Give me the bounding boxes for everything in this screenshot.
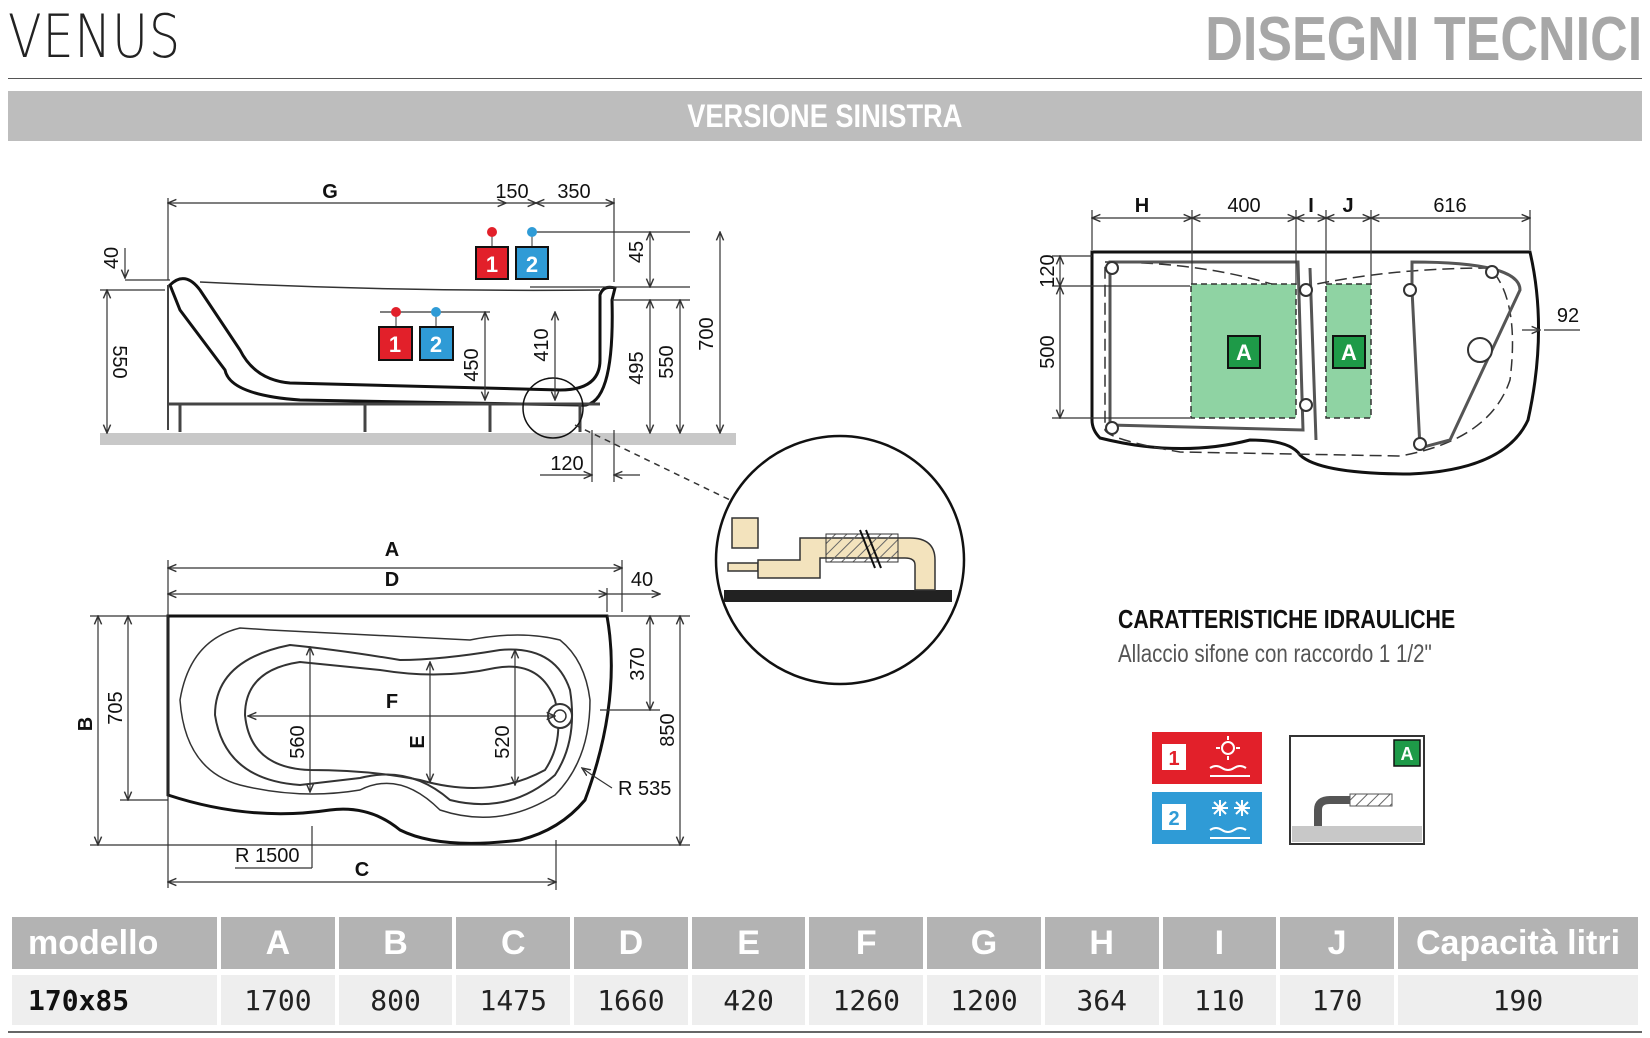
dim-705-label: 705 <box>105 691 127 724</box>
tap-markers-upper: 1 2 <box>475 227 549 280</box>
dim-700-label: 700 <box>696 317 718 350</box>
dim-I-label: I <box>1308 195 1314 217</box>
spec-header-cell: E <box>691 917 806 969</box>
dim-40-label: 40 <box>101 247 123 269</box>
spec-header-cell: J <box>1280 917 1394 969</box>
dim-550-left-label: 550 <box>108 345 130 378</box>
footer-divider <box>8 1031 1642 1033</box>
drain-pipe-icon <box>1349 793 1393 807</box>
dim-520-label: 520 <box>492 725 514 758</box>
tap-hot-number-lower: 1 <box>389 332 401 357</box>
dim-370-label: 370 <box>627 647 649 680</box>
dim-850-label: 850 <box>657 713 679 746</box>
dim-J-label: J <box>1342 195 1353 217</box>
floor-line <box>100 433 736 445</box>
dim-560-label: 560 <box>287 725 309 758</box>
tub-side-profile <box>168 277 617 407</box>
spec-header-cell: D <box>574 917 688 969</box>
spec-cell: 1660 <box>574 969 688 1025</box>
dim-150-label: 150 <box>495 181 528 203</box>
spec-header-cell: F <box>809 917 924 969</box>
spec-cell: 170x85 <box>12 969 217 1025</box>
spec-cell: 190 <box>1398 969 1638 1025</box>
hydraulics-text: Allaccio sifone con raccordo 1 1/2" <box>1118 640 1432 668</box>
dim-R1500-label: R 1500 <box>235 845 300 867</box>
dim-120-label: 120 <box>550 453 583 475</box>
spec-header-cell: A <box>221 917 335 969</box>
dim-C-label: C <box>355 859 369 881</box>
tap-cold-number: 2 <box>526 252 538 277</box>
spec-cell: 170 <box>1280 969 1394 1025</box>
zone-a-left-label: A <box>1236 340 1252 365</box>
dim-550-right-label: 550 <box>656 345 678 378</box>
product-name: VENUS <box>8 2 181 72</box>
spec-header-cell: I <box>1162 917 1277 969</box>
detail-circle <box>522 377 584 439</box>
dim-G-label: G <box>322 181 338 203</box>
tap-cold-number-lower: 2 <box>430 332 442 357</box>
dim-R535-label: R 535 <box>618 778 671 800</box>
dim-B-label: B <box>75 717 97 731</box>
dim-450-label: 450 <box>461 348 483 381</box>
spec-header-cell: modello <box>12 917 217 969</box>
spec-cell: 1200 <box>927 969 1041 1025</box>
tap-markers-lower: 1 2 <box>378 307 454 361</box>
spec-cell: 110 <box>1162 969 1277 1025</box>
snowflake-icon <box>1209 800 1250 839</box>
dim-A-label: A <box>385 539 399 561</box>
legend-cold-number: 2 <box>1168 808 1179 830</box>
dim-40-plan-label: 40 <box>631 569 653 591</box>
section-title: DISEGNI TECNICI <box>1205 5 1642 74</box>
legend: 1 2 A <box>1152 732 1425 845</box>
spec-cell: 800 <box>338 969 453 1025</box>
dim-H-label: H <box>1135 195 1149 217</box>
frame-view: A A H 400 I J 616 <box>1037 195 1580 476</box>
dim-F-label: F <box>386 691 398 713</box>
spec-cell: 1260 <box>809 969 924 1025</box>
spec-header-cell: C <box>456 917 571 969</box>
header-divider <box>8 78 1642 79</box>
dim-120-frame-label: 120 <box>1037 254 1059 287</box>
dim-500-label: 500 <box>1037 335 1059 368</box>
dim-410-label: 410 <box>531 328 553 361</box>
version-band: VERSIONE SINISTRA <box>8 91 1642 141</box>
dim-92-label: 92 <box>1557 305 1579 327</box>
dim-D-label: D <box>385 569 399 591</box>
dim-350-label: 350 <box>557 181 590 203</box>
zone-a-right-label: A <box>1341 340 1357 365</box>
spec-cell: 1700 <box>221 969 335 1025</box>
spec-cell: 1475 <box>456 969 571 1025</box>
spec-header-cell: B <box>338 917 453 969</box>
frame-tub-outline <box>1090 250 1540 476</box>
dim-616-label: 616 <box>1433 195 1466 217</box>
spec-header-cell: G <box>927 917 1041 969</box>
dim-400-label: 400 <box>1227 195 1260 217</box>
tub-outline <box>166 614 613 845</box>
sun-icon <box>1209 736 1250 777</box>
version-label: VERSIONE SINISTRA <box>687 97 963 134</box>
dim-45-label: 45 <box>626 241 648 263</box>
hydraulics-title: CARATTERISTICHE IDRAULICHE <box>1118 604 1456 634</box>
dim-E-label: E <box>407 735 429 748</box>
spec-header-cell: H <box>1044 917 1159 969</box>
drain-detail <box>714 434 966 686</box>
legend-drain-label: A <box>1401 744 1414 764</box>
dim-495-label: 495 <box>626 351 648 384</box>
spec-cell: 364 <box>1044 969 1159 1025</box>
legend-hot-number: 1 <box>1168 748 1179 770</box>
tap-hot-number: 1 <box>486 252 498 277</box>
side-view: G 150 350 40 550 45 410 495 550 700 450 … <box>100 181 736 501</box>
spec-cell: 420 <box>691 969 806 1025</box>
plan-view: A D 40 B 705 370 850 F E 560 520 R 535 R… <box>75 539 690 890</box>
spec-header-cell: Capacità litri <box>1398 917 1638 969</box>
